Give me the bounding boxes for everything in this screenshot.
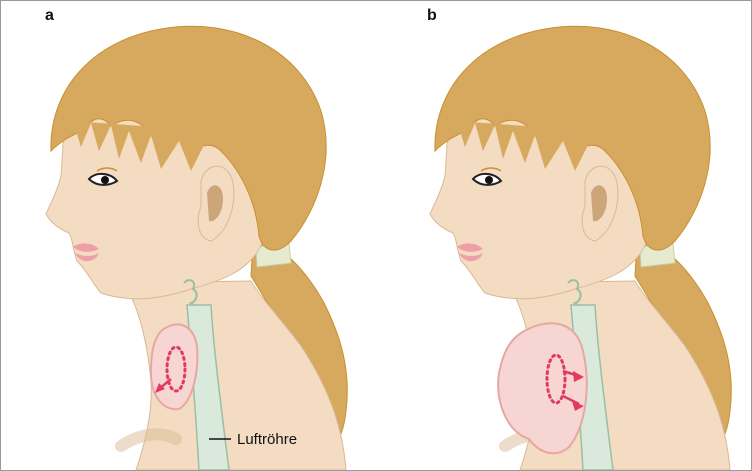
panel-b-thyroid (498, 323, 587, 453)
trachea-label: Luftröhre (237, 431, 297, 448)
panel-a-head (46, 26, 347, 470)
panel-a-thyroid (151, 324, 197, 409)
